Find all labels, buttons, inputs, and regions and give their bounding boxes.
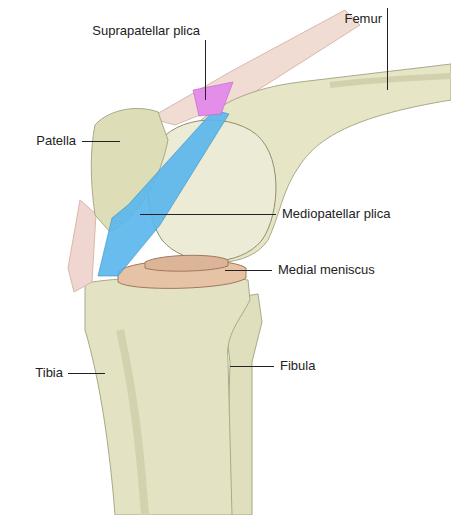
- suprapatellar-plica: [193, 82, 233, 116]
- part-label: Fibula: [280, 358, 315, 374]
- leader-line: [387, 8, 388, 90]
- leader-line: [205, 40, 206, 100]
- tibia-bone: [85, 276, 250, 515]
- part-label: Tibia: [35, 365, 63, 381]
- leader-line: [225, 270, 272, 271]
- femur-shade: [330, 76, 451, 85]
- patellar-tendon: [68, 200, 96, 292]
- mediopatellar-plica: [98, 110, 229, 276]
- part-label: Medial meniscus: [278, 262, 375, 278]
- leader-line: [82, 141, 120, 142]
- leader-line: [230, 366, 274, 367]
- part-label: Patella: [36, 133, 76, 149]
- leader-line: [140, 214, 276, 215]
- part-label: Mediopatellar plica: [282, 206, 390, 222]
- meniscus-upper: [145, 255, 228, 271]
- part-label: Femur: [344, 11, 382, 27]
- part-label: Suprapatellar plica: [92, 23, 200, 39]
- tibia-shade: [120, 330, 145, 515]
- leader-line: [68, 373, 105, 374]
